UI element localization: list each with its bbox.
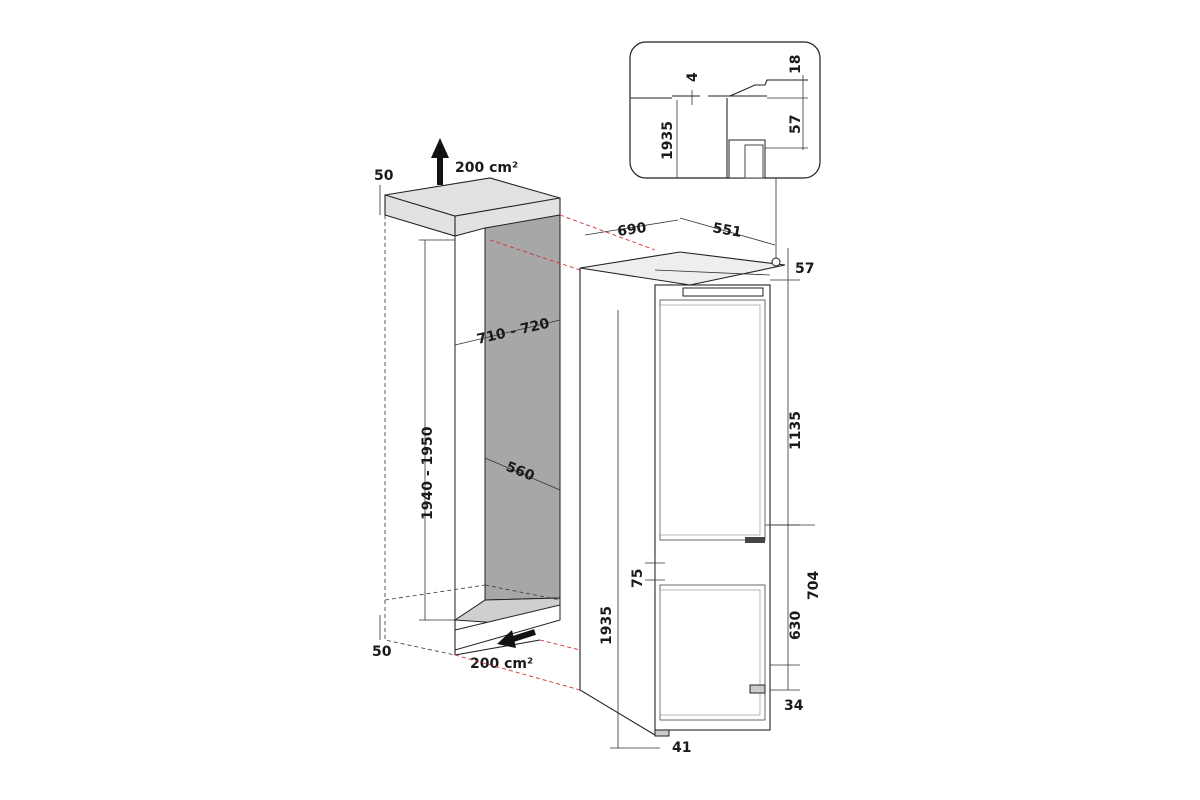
- inset-height-label: 1935: [660, 121, 676, 160]
- inset-hinge-drop-label: 57: [788, 115, 804, 134]
- door-gap-label: 75: [630, 569, 646, 588]
- detail-inset: 4 18 1935 57: [629, 41, 821, 267]
- lower-section-label: 704: [806, 571, 822, 600]
- top-clearance-label: 50: [374, 168, 394, 184]
- arrow-diagonal-icon: [497, 629, 536, 648]
- fridge-front: [654, 284, 771, 731]
- inset-top-offset-label: 18: [788, 55, 804, 74]
- total-height-label: 1935: [599, 606, 615, 645]
- upper-door-label: 1135: [788, 411, 804, 450]
- arrow-up-icon: [431, 138, 449, 185]
- lower-door-label: 630: [788, 611, 804, 640]
- cabinet-niche: 1940 - 1950 710 - 720 560 50 50 200 cm² …: [372, 138, 561, 672]
- alignment-guides: [454, 214, 656, 691]
- fridge: 690 551 57 1135 704 630 34 1935 75 41: [579, 217, 822, 756]
- top-gap-label: 57: [795, 261, 814, 277]
- depth-label: 690: [616, 220, 647, 240]
- bottom-clearance-label: 50: [372, 644, 392, 660]
- width-label: 551: [711, 220, 743, 241]
- inset-gap-label: 4: [685, 72, 701, 82]
- niche-height-label: 1940 - 1950: [420, 426, 436, 520]
- foot-depth-label: 41: [672, 740, 691, 756]
- foot-height-label: 34: [784, 698, 804, 714]
- fridge-top: [579, 251, 786, 286]
- bottom-vent-label: 200 cm²: [470, 656, 533, 672]
- niche-back-wall: [484, 214, 561, 601]
- top-vent-label: 200 cm²: [455, 160, 518, 176]
